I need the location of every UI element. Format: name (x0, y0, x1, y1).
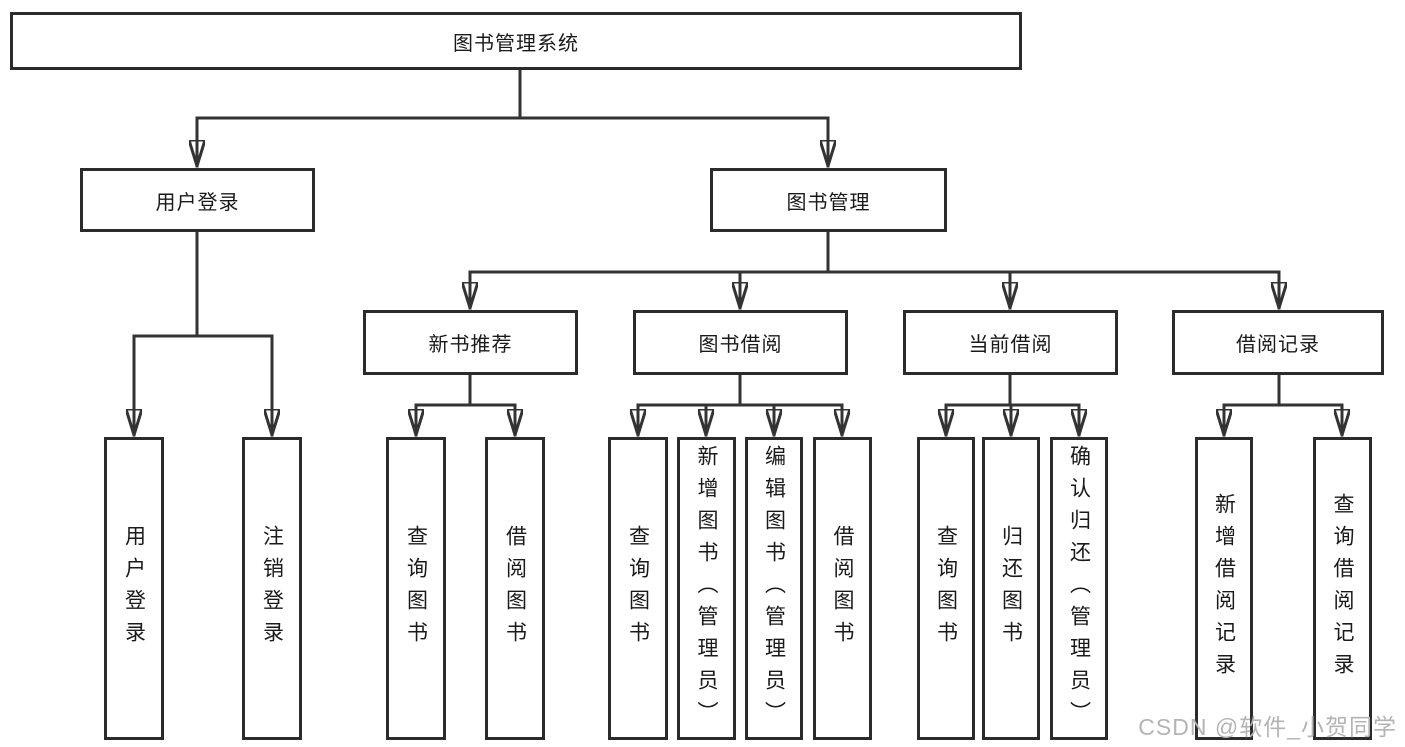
node-borrow-query-books: 查询图书 (608, 437, 668, 740)
node-current-query-books-label: 查询图书 (934, 524, 958, 653)
node-records-query-record: 查询借阅记录 (1313, 437, 1372, 740)
node-borrow-add-books-admin-label: 新增图书（管理员） (695, 444, 718, 733)
node-records-query-record-label: 查询借阅记录 (1331, 492, 1354, 685)
node-borrow-query-books-label: 查询图书 (626, 524, 650, 653)
connector-root-to-level2 (197, 68, 828, 168)
connector-borrow-to-leaves (638, 373, 842, 437)
node-book-management: 图书管理 (710, 168, 947, 232)
node-user-login: 用户登录 (80, 168, 315, 232)
node-logout: 注销登录 (242, 437, 302, 740)
node-recommend-borrow-books: 借阅图书 (485, 437, 545, 740)
watermark: CSDN @软件_小贺同学 (1138, 714, 1397, 740)
connector-records-to-leaves (1224, 373, 1342, 437)
node-borrow-records: 借阅记录 (1172, 310, 1384, 375)
node-borrow-edit-books-admin-label: 编辑图书（管理员） (762, 444, 786, 733)
node-records-add-record: 新增借阅记录 (1195, 437, 1253, 740)
node-current-confirm-return-admin-label: 确认归还（管理员） (1067, 444, 1091, 733)
node-borrow-borrow-books-label: 借阅图书 (831, 524, 854, 653)
connector-user-login-to-leaves (134, 230, 272, 437)
node-records-add-record-label: 新增借阅记录 (1212, 492, 1236, 685)
node-logout-label: 注销登录 (260, 524, 284, 653)
node-current-query-books: 查询图书 (917, 437, 975, 740)
connector-current-to-leaves (946, 373, 1079, 437)
node-current-return-books: 归还图书 (982, 437, 1040, 740)
node-borrow-edit-books-admin: 编辑图书（管理员） (745, 437, 803, 740)
node-borrow-add-books-admin: 新增图书（管理员） (677, 437, 736, 740)
node-recommend-borrow-books-label: 借阅图书 (503, 524, 527, 653)
node-login: 用户登录 (104, 437, 164, 740)
node-current-return-books-label: 归还图书 (999, 524, 1023, 653)
connector-recommend-to-leaves (416, 373, 515, 437)
node-recommend-query-books: 查询图书 (386, 437, 446, 740)
node-borrow-borrow-books: 借阅图书 (813, 437, 872, 740)
node-book-borrow: 图书借阅 (633, 310, 848, 375)
node-root: 图书管理系统 (10, 12, 1022, 70)
node-recommend-query-books-label: 查询图书 (404, 524, 428, 653)
node-current-confirm-return-admin: 确认归还（管理员） (1050, 437, 1108, 740)
node-current-borrow: 当前借阅 (903, 310, 1118, 375)
node-new-book-recommend: 新书推荐 (363, 310, 578, 375)
connector-book-management-to-level3 (470, 230, 1279, 310)
node-login-label: 用户登录 (122, 524, 146, 653)
